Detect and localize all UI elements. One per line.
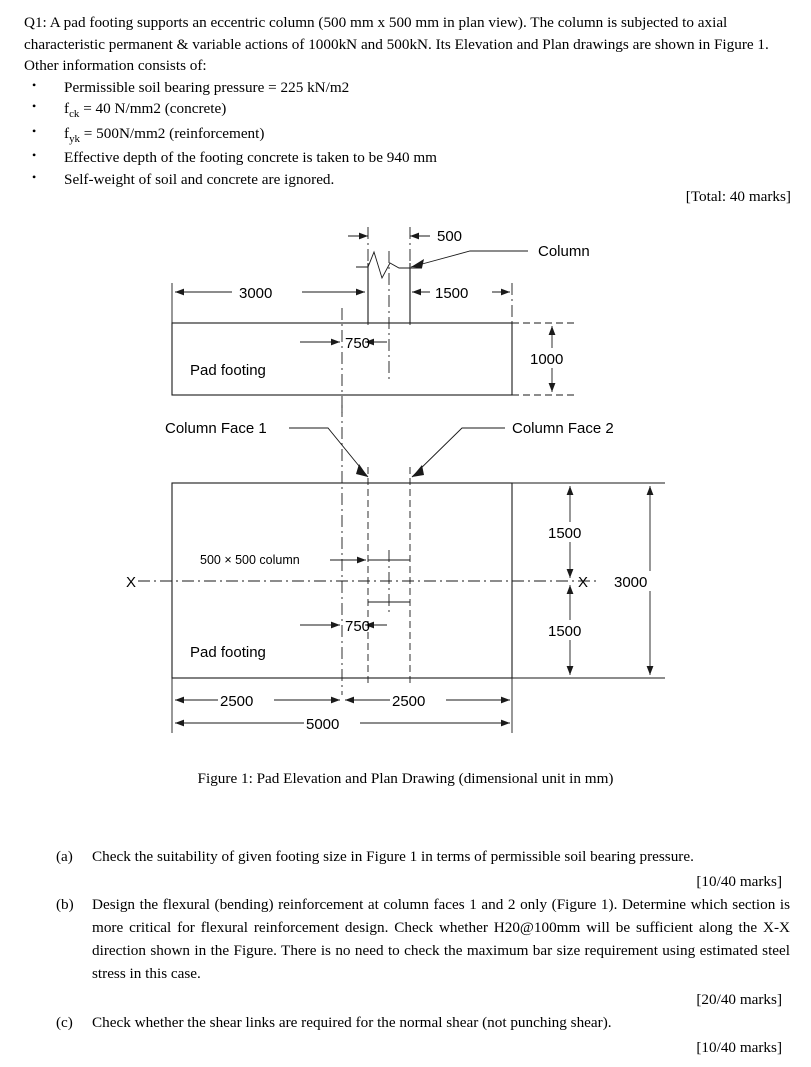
problem-intro-paragraph: Q1: A pad footing supports an eccentric … <box>24 14 769 75</box>
bullet-text: Self-weight of soil and concrete are ign… <box>64 171 335 189</box>
bullet-subscript: ck <box>69 108 80 121</box>
question-parts: (a) Check the suitability of given footi… <box>56 845 790 1059</box>
part-b-text: Design the flexural (bending) reinforcem… <box>92 896 790 983</box>
elevation-pad-footing-label: Pad footing <box>190 362 266 379</box>
list-item: • Effective depth of the footing concrete… <box>24 147 790 169</box>
plan-750-dimension: 750 <box>300 618 387 635</box>
bullet-text: = 500N/mm2 (reinforcement) <box>80 124 265 142</box>
plan-column-square <box>368 550 410 615</box>
elevation-footing-rect <box>171 322 513 396</box>
bullet-icon: • <box>32 170 37 185</box>
plan-pad-footing-label: Pad footing <box>190 644 266 661</box>
bullet-subscript: yk <box>69 132 80 145</box>
plan-2500-left-dimension: 2500 <box>175 690 340 710</box>
plan-column-size-label: 500 × 500 column <box>200 553 300 567</box>
plan-dimension-3000: 3000 <box>614 574 647 591</box>
elevation-col-width-dimension: 500 <box>348 227 462 325</box>
part-a-text: Check the suitability of given footing s… <box>92 848 694 865</box>
dimension-3000-label: 3000 <box>239 285 272 302</box>
part-c-text: Check whether the shear links are requir… <box>92 1013 612 1031</box>
plan-2500-right-dimension: 2500 <box>345 690 510 710</box>
bullet-icon: • <box>32 77 37 92</box>
plan-upper-1500-dimension: 1500 <box>546 486 596 578</box>
plan-dimension-lower-1500: 1500 <box>548 623 581 640</box>
plan-column-size-leader: 500 × 500 column <box>200 553 366 567</box>
dimension-500-label: 500 <box>437 228 462 245</box>
part-a-marks: [10/40 marks] <box>696 873 782 891</box>
bullet-icon: • <box>32 148 37 163</box>
plan-5000-dimension: 5000 <box>175 713 510 733</box>
elevation-750-dimension: 750 <box>300 335 387 352</box>
list-item: • fck = 40 N/mm2 (concrete) <box>24 98 790 123</box>
bullet-icon: • <box>32 99 37 114</box>
total-marks-label: [Total: 40 marks] <box>685 188 791 205</box>
elevation-3000-dimension: 3000 <box>171 282 365 325</box>
figure-1-drawing: .ln { stroke:#1a1a1a; stroke-width:1.1; … <box>0 205 811 785</box>
column-face-2-leader: Column Face 2 <box>411 420 614 478</box>
part-c-marks: [10/40 marks] <box>696 1038 782 1056</box>
list-item: • Self-weight of soil and concrete are ig… <box>24 169 790 191</box>
part-a-label: (a) <box>56 848 73 865</box>
elevation-1500-dimension: 1500 <box>412 282 513 327</box>
axis-label-x-left: X <box>126 574 136 591</box>
column-face-1-label: Column Face 1 <box>165 420 267 437</box>
column-face-2-label: Column Face 2 <box>512 420 614 437</box>
list-item: • fyk = 500N/mm2 (reinforcement) <box>24 123 790 148</box>
question-part-a: (a) Check the suitability of given footi… <box>56 845 790 868</box>
part-b-marks: [20/40 marks] <box>696 990 782 1008</box>
dimension-750-label: 750 <box>345 335 370 352</box>
plan-dimension-750-label: 750 <box>345 618 370 635</box>
elevation-column <box>356 250 422 380</box>
part-c-label: (c) <box>56 1013 73 1031</box>
problem-statement: Q1: A pad footing supports an eccentric … <box>24 12 790 191</box>
part-b-label: (b) <box>56 896 74 914</box>
plan-dimension-upper-1500: 1500 <box>548 525 581 542</box>
list-item: • Permissible soil bearing pressure = 225… <box>24 77 790 99</box>
plan-lower-1500-dimension: 1500 <box>546 585 596 675</box>
axis-label-x-right: X <box>578 574 588 591</box>
plan-dimension-2500-left: 2500 <box>220 693 253 710</box>
column-label: Column <box>538 243 590 260</box>
plan-dimension-2500-right: 2500 <box>392 693 425 710</box>
plan-3000-dimension: 3000 <box>612 486 668 675</box>
question-part-b: (b) Design the flexural (bending) reinfo… <box>56 893 790 985</box>
elevation-1000-dimension: 1000 <box>512 322 578 396</box>
question-part-c: (c) Check whether the shear links are re… <box>56 1011 790 1034</box>
bullet-text: = 40 N/mm2 (concrete) <box>79 100 227 118</box>
given-information-list: • Permissible soil bearing pressure = 225… <box>24 77 790 191</box>
column-label-leader: Column <box>410 243 590 268</box>
figure-caption: Figure 1: Pad Elevation and Plan Drawing… <box>197 770 614 787</box>
bullet-symbol: f <box>64 124 70 142</box>
dimension-1000-label: 1000 <box>530 351 563 368</box>
bullet-symbol: f <box>64 100 70 118</box>
plan-dimension-5000: 5000 <box>306 716 339 733</box>
column-face-1-leader: Column Face 1 <box>165 420 369 478</box>
dimension-1500-label: 1500 <box>435 285 468 302</box>
bullet-text: Permissible soil bearing pressure = 225 … <box>64 78 350 96</box>
bullet-text: Effective depth of the footing concrete … <box>64 149 437 167</box>
bullet-icon: • <box>32 123 37 138</box>
